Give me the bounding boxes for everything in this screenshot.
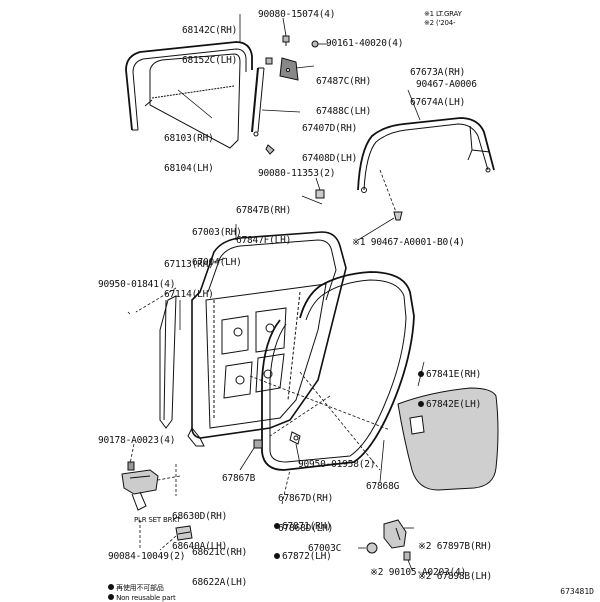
part-label-67867d: 67867D(RH) 67868D(LH) bbox=[278, 493, 334, 534]
part-label-90467-a0001: ※1 90467-A0001-B0(4) bbox=[352, 237, 465, 248]
reusable-dot-icon bbox=[418, 401, 424, 407]
lower-seal bbox=[253, 431, 301, 449]
weatherstrip-frame bbox=[357, 117, 495, 193]
part-label-67113: 67113(RH) 67114(LH) bbox=[164, 259, 214, 300]
part-label-68630d: 68630D(RH) 68640A(LH) bbox=[172, 511, 228, 552]
bracket bbox=[383, 519, 407, 549]
clip-icon bbox=[393, 211, 403, 221]
part-label-67487c: 67487C(RH) 67488C(LH) bbox=[316, 76, 372, 117]
part-label-90950-01958: 90950-01958(2) bbox=[298, 459, 376, 470]
corner-moulding bbox=[279, 57, 299, 81]
part-label-68621c: 68621C(RH) 68622A(LH) bbox=[192, 547, 248, 588]
division-bar bbox=[251, 67, 265, 137]
part-label-90467-a0006: 90467-A0006 bbox=[416, 79, 477, 90]
reusable-dot-icon bbox=[274, 553, 280, 559]
reusable-dot-icon bbox=[274, 523, 280, 529]
hinge bbox=[175, 525, 193, 541]
nut-icon bbox=[366, 542, 378, 554]
part-label-90178-a0023: 90178-A0023(4) bbox=[98, 435, 176, 446]
reusable-dot-icon bbox=[108, 594, 115, 600]
door-lock bbox=[121, 461, 159, 511]
door-trim-panel bbox=[397, 387, 499, 491]
part-label-67868g: 67868G bbox=[366, 481, 400, 492]
part-label-67841e: 67841E(RH) 67842E(LH) bbox=[418, 350, 481, 420]
clip-icon bbox=[315, 189, 325, 199]
reusable-dot-icon bbox=[108, 584, 115, 590]
clip-icon bbox=[265, 57, 275, 155]
part-label-90950-01841: 90950-01841(4) bbox=[98, 279, 176, 290]
part-label-90105-a0203: ※2 90105-A0203(4) bbox=[370, 567, 467, 578]
door-glass bbox=[144, 53, 241, 149]
part-label-90161-40020: 90161-40020(4) bbox=[326, 38, 404, 49]
part-label-67003: 67003(RH) 67004(LH) bbox=[192, 227, 242, 268]
legend-line-1: ※1 LT.GRAY bbox=[424, 10, 462, 18]
part-label-67003c: 67003C bbox=[308, 543, 342, 554]
part-label-67847b: 67847B(RH) 67847F(LH) bbox=[236, 205, 292, 246]
door-seal-outer bbox=[159, 295, 177, 429]
part-label-90084-10049: 90084-10049(2) bbox=[108, 551, 186, 562]
part-label-67897b: ※2 67897B(RH) ※2 67898B(LH) bbox=[418, 541, 492, 582]
part-label-67673a: 67673A(RH) 67674A(LH) bbox=[410, 67, 466, 108]
reusable-dot-icon bbox=[418, 371, 424, 377]
part-label-67407d: 67407D(RH) 67408D(LH) bbox=[302, 123, 358, 164]
part-label-68142c: 68142C(RH) 68152C(LH) bbox=[182, 25, 238, 66]
bolt-icon bbox=[282, 35, 290, 46]
part-label-67867b: 67867B bbox=[222, 473, 256, 484]
footnote-nonreusable-cjk: 再使用不可部品 bbox=[104, 576, 164, 592]
door-weatherstrip bbox=[261, 271, 415, 471]
door-panel bbox=[187, 231, 347, 447]
plr-set-brkt-note: PLR SET BRKT bbox=[134, 516, 181, 524]
part-label-90080-15074: 90080-15074(4) bbox=[258, 9, 336, 20]
bolt-icon bbox=[403, 551, 411, 561]
nut-icon bbox=[311, 40, 319, 48]
legend-line-2: ※2 ('204- bbox=[424, 19, 456, 27]
glass-run-channel bbox=[125, 41, 253, 131]
part-label-68103: 68103(RH) 68104(LH) bbox=[164, 133, 214, 174]
part-label-67871: 67871(RH) 67872(LH) bbox=[274, 502, 332, 572]
footnote-nonreusable-en: Non reusable part bbox=[104, 586, 176, 602]
diagram-reference-code: 673481D bbox=[560, 587, 594, 596]
part-label-90080-11353: 90080-11353(2) bbox=[258, 168, 336, 179]
